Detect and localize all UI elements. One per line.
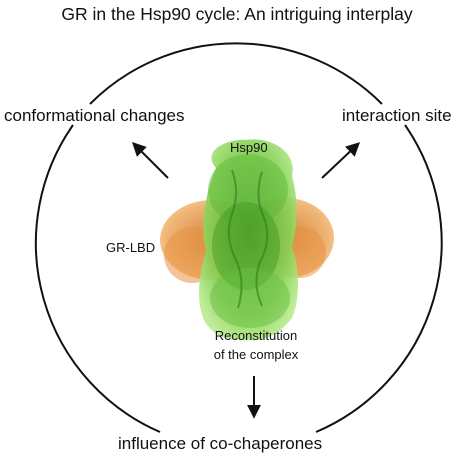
hsp90-structure [199, 139, 298, 341]
cycle-arc-right [315, 124, 443, 433]
cycle-arc-left [34, 124, 161, 433]
center-label-line1: Reconstitution [214, 328, 298, 343]
arrow-to-conformational-changes [132, 142, 169, 179]
center-label-line2: of the complex [213, 347, 299, 362]
node-conformational-changes: conformational changes [4, 106, 185, 125]
gr-lbd-label: GR-LBD [106, 240, 156, 255]
node-interaction-site: interaction site [342, 106, 452, 125]
hsp90-label: Hsp90 [230, 140, 268, 155]
diagram-title: GR in the Hsp90 cycle: An intriguing int… [61, 4, 413, 24]
cycle-arc-top [89, 42, 383, 105]
arrow-to-interaction-site [321, 142, 361, 179]
node-influence-of-co-chaperones: influence of co-chaperones [118, 434, 323, 453]
